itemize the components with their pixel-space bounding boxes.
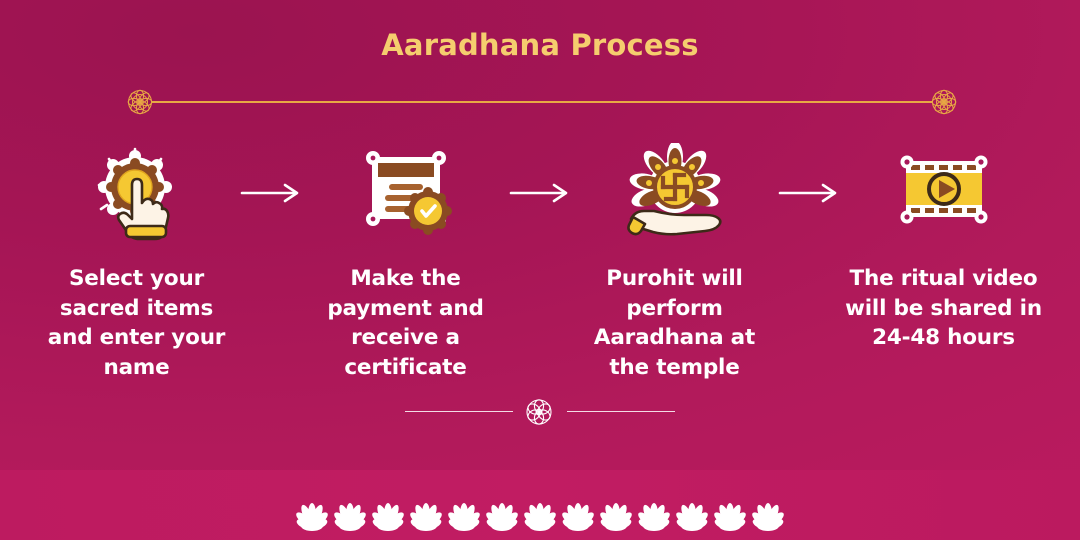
process-step-3[interactable]: Purohit will perform Aaradhana at the te…: [572, 140, 777, 383]
lotus-flower-icon: [293, 502, 331, 532]
lotus-flower-icon: [521, 502, 559, 532]
divider-line-right: [567, 411, 675, 413]
top-rule-line: [152, 101, 932, 103]
process-steps: Select your sacred items and enter your …: [0, 140, 1080, 383]
lotus-flower-icon: [445, 502, 483, 532]
lotus-flower-icon: [597, 502, 635, 532]
hand-select-sacred-item-icon: [87, 140, 187, 246]
process-step-label: Select your sacred items and enter your …: [47, 266, 226, 380]
flower-rosette-icon: [523, 396, 555, 433]
divider-line-left: [405, 411, 513, 413]
certificate-seal-icon: [356, 140, 456, 246]
arrow-right-icon: [777, 140, 841, 246]
section-divider: [405, 396, 675, 428]
mandala-rosette-icon: [928, 86, 960, 123]
lotus-border: [0, 502, 1080, 532]
process-step-4[interactable]: The ritual video will be shared in 24-48…: [841, 140, 1046, 353]
lotus-flower-icon: [635, 502, 673, 532]
lotus-flower-icon: [673, 502, 711, 532]
lotus-flower-icon: [749, 502, 787, 532]
process-step-label: Purohit will perform Aaradhana at the te…: [593, 266, 756, 380]
process-step-2[interactable]: Make the payment and receive a certifica…: [303, 140, 508, 383]
lotus-flower-icon: [559, 502, 597, 532]
video-film-play-icon: [894, 140, 994, 246]
page-title: Aaradhana Process: [381, 28, 699, 62]
lotus-flower-icon: [407, 502, 445, 532]
process-step-label: The ritual video will be shared in 24-48…: [845, 266, 1042, 351]
lotus-flower-icon: [331, 502, 369, 532]
lotus-flower-icon: [711, 502, 749, 532]
process-step-label: Make the payment and receive a certifica…: [327, 266, 484, 380]
mandala-rosette-icon: [124, 86, 156, 123]
process-step-1[interactable]: Select your sacred items and enter your …: [34, 140, 239, 383]
hand-holding-swastika-icon: [625, 140, 725, 246]
lotus-flower-icon: [369, 502, 407, 532]
arrow-right-icon: [239, 140, 303, 246]
lotus-flower-icon: [483, 502, 521, 532]
top-decorative-rule: [124, 86, 960, 118]
arrow-right-icon: [508, 140, 572, 246]
